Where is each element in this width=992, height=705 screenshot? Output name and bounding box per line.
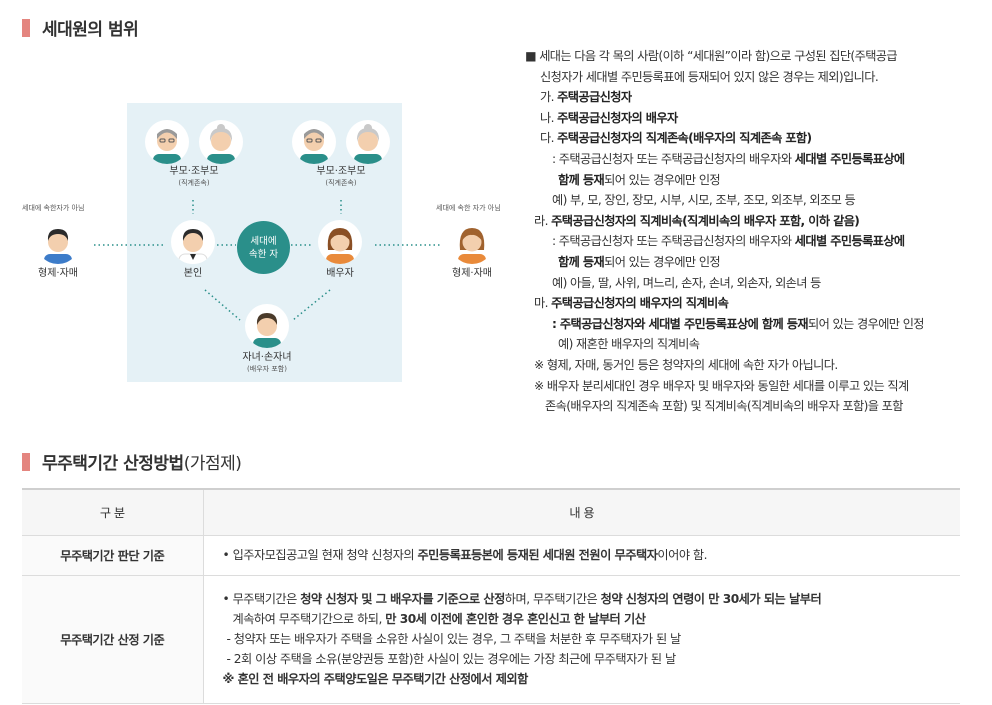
intro-line2: 신청자가 세대별 주민등록표에 등재되어 있지 않은 경우는 제외)입니다.	[540, 69, 879, 84]
note-spouse-line2: 존속(배우자의 직계존속 포함) 및 직계비속(직계비속의 배우자 포함)을 포…	[545, 399, 904, 414]
children-label: 자녀·손자녀	[242, 352, 292, 363]
sibling-girl-icon	[458, 228, 486, 264]
item-ra: 라. 주택공급신청자의 직계비속(직계비속의 배우자 포함, 이하 같음)	[534, 213, 860, 228]
grandparents-left-label: 부모·조부모	[169, 166, 219, 177]
household-member-badge: 세대에 속한 자	[237, 221, 290, 274]
sibling-left-label: 형제·자매	[38, 268, 78, 279]
table-header-row: 구 분 내 용	[22, 488, 960, 536]
household-description: ■ 세대는 다음 각 목의 사람(이하 “세대원”이라 함)으로 구성된 집단(…	[525, 46, 965, 417]
item-da: 다. 주택공급신청자의 직계존속(배우자의 직계존속 포함)	[540, 131, 812, 146]
row-label: 무주택기간 판단 기준	[22, 535, 204, 576]
section-title-homeless-period: 무주택기간 산정방법(가점제)	[22, 449, 242, 474]
table-row: 무주택기간 산정 기준 • 무주택기간은 청약 신청자 및 그 배우자를 기준으…	[22, 575, 960, 704]
section-title-text: 세대원의 범위	[42, 20, 139, 40]
children-sub: (배우자 포함)	[247, 365, 287, 373]
item-da-example: 예) 부, 모, 장인, 장모, 시부, 시모, 조부, 조모, 외조부, 외조…	[552, 193, 856, 208]
table-row: 무주택기간 판단 기준 • 입주자모집공고일 현재 청약 신청자의 주민등록표등…	[22, 535, 960, 576]
title-accent-bar	[22, 18, 30, 37]
note-spouse-line1: ※ 배우자 분리세대인 경우 배우자 및 배우자와 동일한 세대를 이루고 있는…	[534, 378, 909, 393]
item-ma-example: 예) 재혼한 배우자의 직계비속	[558, 337, 700, 352]
grandparents-right-sub: (직계존속)	[325, 179, 357, 187]
section-title-household: 세대원의 범위	[22, 15, 139, 40]
item-da-detail2: 함께 등재되어 있는 경우에만 인정	[558, 172, 721, 187]
item-ra-example: 예) 아들, 딸, 사위, 며느리, 손자, 손녀, 외손자, 외손녀 등	[552, 275, 821, 290]
grandmother-left-avatar	[199, 120, 243, 164]
item-ma-detail: : 주택공급신청자와 세대별 주민등록표상에 함께 등재되어 있는 경우에만 인…	[552, 316, 925, 331]
self-label: 본인	[183, 268, 203, 279]
item-da-detail: : 주택공급신청자 또는 주택공급신청자의 배우자와 세대별 주민등록표상에	[552, 151, 905, 166]
center-line1: 세대에	[250, 235, 277, 247]
row-content: • 무주택기간은 청약 신청자 및 그 배우자를 기준으로 산정하며, 무주택기…	[203, 575, 960, 704]
sibling-boy-icon	[44, 229, 72, 264]
grandfather-right-avatar	[292, 120, 336, 164]
header-content: 내 용	[203, 488, 960, 536]
center-line2: 속한 자	[248, 248, 279, 260]
sibling-left-note: 세대에 속한자가 아님	[22, 204, 85, 212]
sibling-left-avatar	[36, 220, 80, 264]
intro-line1: ■ 세대는 다음 각 목의 사람(이하 “세대원”이라 함)으로 구성된 집단(…	[525, 49, 898, 63]
item-ra-detail2: 함께 등재되어 있는 경우에만 인정	[558, 254, 721, 269]
grandfather-icon	[153, 129, 181, 164]
item-na: 나. 주택공급신청자의 배우자	[540, 110, 678, 125]
woman-icon	[326, 228, 354, 264]
spouse-avatar	[318, 220, 362, 264]
grandparents-left-sub: (직계존속)	[178, 179, 210, 187]
grandmother-icon	[354, 124, 382, 164]
sibling-right-avatar	[450, 220, 494, 264]
grandmother-icon	[207, 124, 235, 164]
sibling-right-label: 형제·자매	[452, 268, 492, 279]
title-accent-bar	[22, 452, 30, 471]
grandfather-icon	[300, 129, 328, 164]
child-icon	[253, 313, 281, 348]
children-avatar	[245, 304, 289, 348]
note-siblings: ※ 형제, 자매, 동거인 등은 청약자의 세대에 속한 자가 아닙니다.	[534, 357, 838, 372]
item-ra-detail: : 주택공급신청자 또는 주택공급신청자의 배우자와 세대별 주민등록표상에	[552, 234, 905, 249]
grandmother-right-avatar	[346, 120, 390, 164]
self-avatar	[171, 220, 215, 264]
spouse-label: 배우자	[326, 268, 354, 279]
row-label: 무주택기간 산정 기준	[22, 575, 204, 704]
header-category: 구 분	[22, 488, 204, 536]
grandparents-right-label: 부모·조부모	[316, 166, 366, 177]
item-ga: 가. 주택공급신청자	[540, 90, 632, 105]
sibling-right-note: 세대에 속한 자가 아님	[436, 204, 501, 212]
grandfather-left-avatar	[145, 120, 189, 164]
man-icon	[178, 229, 208, 264]
homeless-period-table: 구 분 내 용 무주택기간 판단 기준 • 입주자모집공고일 현재 청약 신청자…	[22, 488, 960, 704]
section-title-text: 무주택기간 산정방법(가점제)	[42, 454, 242, 474]
row-content: • 입주자모집공고일 현재 청약 신청자의 주민등록표등본에 등재된 세대원 전…	[203, 535, 960, 576]
item-ma: 마. 주택공급신청자의 배우자의 직계비속	[534, 296, 729, 311]
